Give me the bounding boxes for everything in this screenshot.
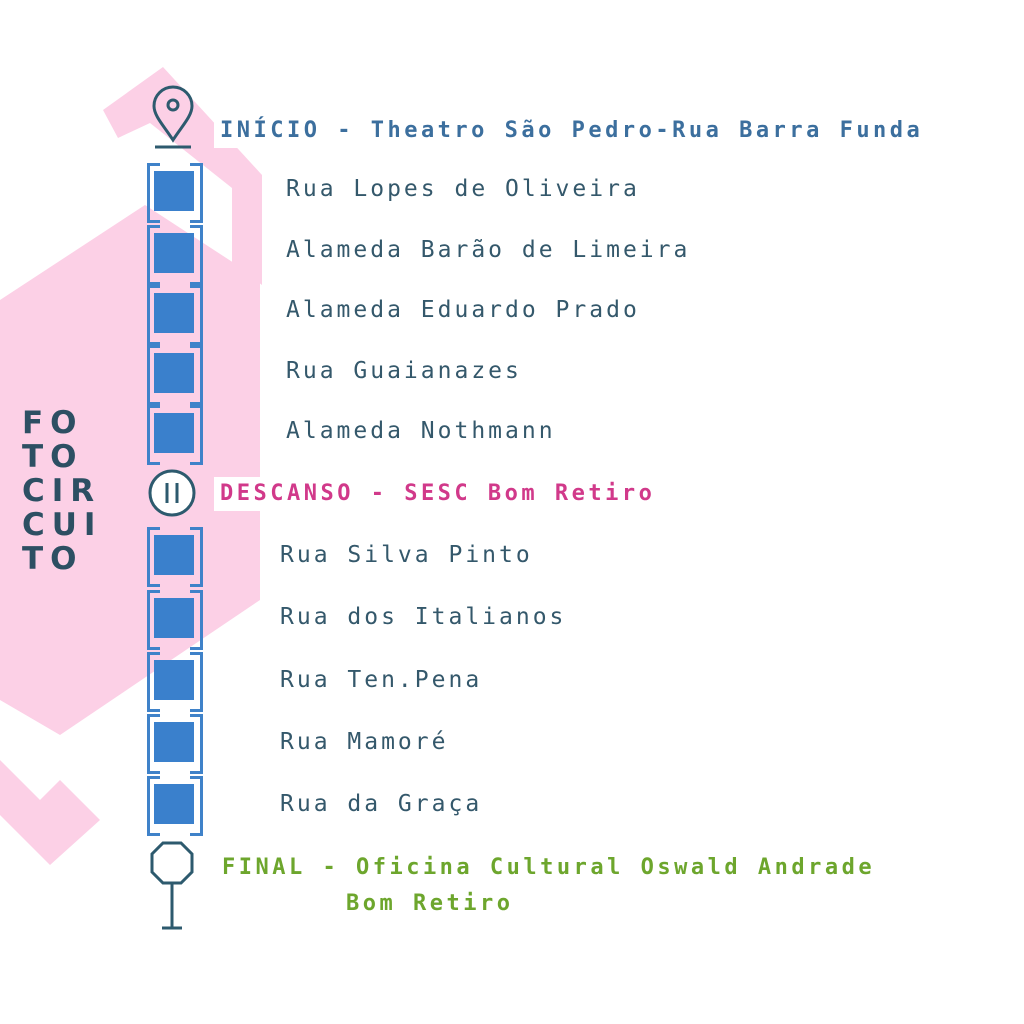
route-stop-marker (147, 405, 203, 465)
location-pin-icon (152, 85, 194, 149)
pink-hexagon-shape (0, 205, 260, 735)
rest-stop-label: DESCANSO - SESC Bom Retiro (214, 477, 662, 511)
title-line: CUI (22, 507, 103, 543)
route-stop-marker (147, 590, 203, 650)
street-label: Alameda Barão de Limeira (280, 233, 697, 267)
street-label: Rua Silva Pinto (274, 538, 539, 572)
route-stop-marker (147, 652, 203, 712)
route-stop-marker (147, 285, 203, 345)
title-line: TO (22, 541, 84, 577)
street-label: Rua Mamoré (274, 725, 455, 759)
street-label: Rua Lopes de Oliveira (280, 172, 646, 206)
street-label: Rua Guaianazes (280, 354, 528, 388)
pink-chevron-top-shape (103, 67, 262, 285)
pink-corner-bottom-shape (0, 760, 100, 865)
pause-icon (148, 469, 196, 517)
route-stop-marker (147, 345, 203, 405)
stop-sign-icon (150, 841, 194, 930)
route-stop-marker (147, 163, 203, 223)
title-line: FO (22, 405, 84, 441)
street-label: Rua da Graça (274, 787, 489, 821)
title-line: CIR (22, 473, 102, 509)
street-label: Rua dos Italianos (274, 600, 573, 634)
street-label: Alameda Eduardo Prado (280, 293, 646, 327)
route-stop-marker (147, 527, 203, 587)
route-stop-marker (147, 225, 203, 285)
route-stop-marker (147, 776, 203, 836)
street-label: Rua Ten.Pena (274, 663, 489, 697)
fotocircuito-title: FO TO CIR CUI TO (22, 406, 112, 576)
street-label: Alameda Nothmann (280, 414, 562, 448)
final-label-line2: Bom Retiro (346, 891, 514, 916)
start-label: INÍCIO - Theatro São Pedro-Rua Barra Fun… (214, 114, 930, 148)
final-label-line1: FINAL - Oficina Cultural Oswald Andrade (222, 855, 876, 880)
route-stop-marker (147, 714, 203, 774)
title-line: TO (22, 439, 84, 475)
